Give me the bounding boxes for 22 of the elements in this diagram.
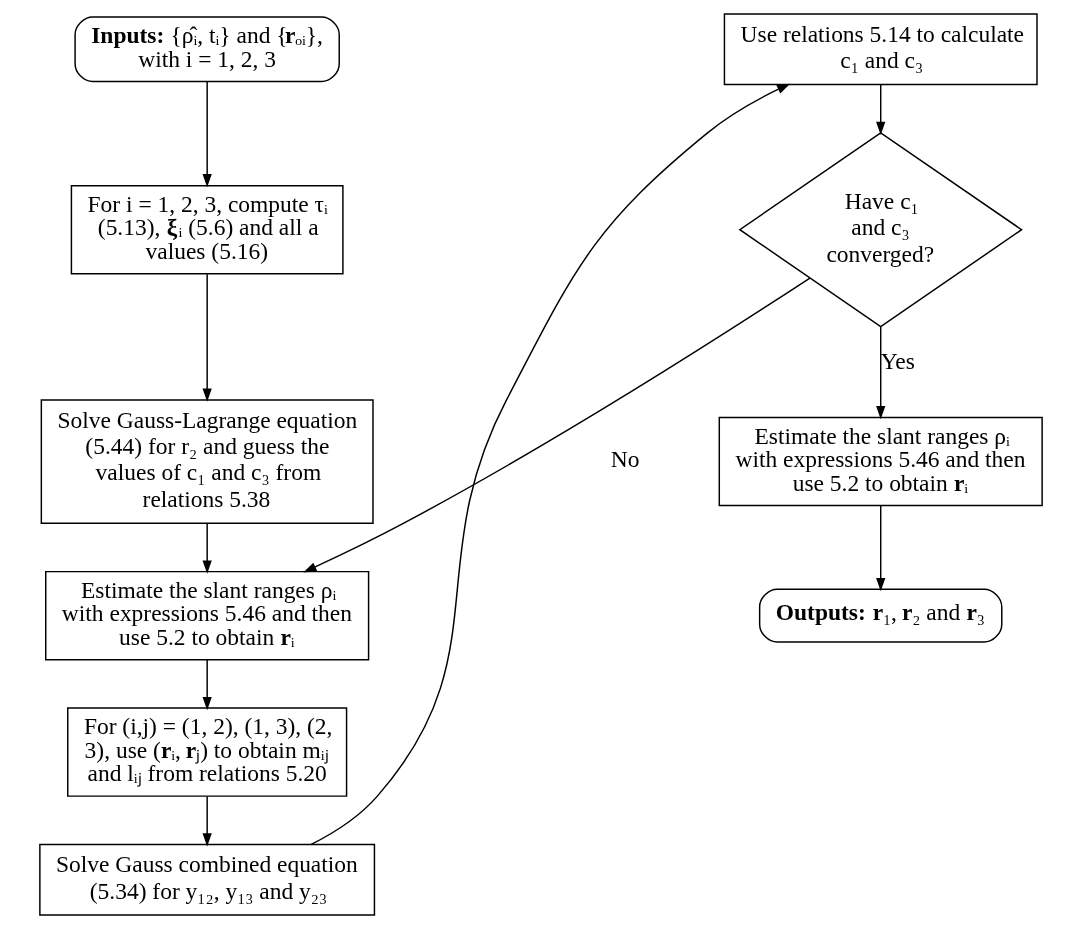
arrow bbox=[309, 83, 790, 846]
arrow bbox=[202, 80, 212, 188]
arrow bbox=[302, 277, 811, 573]
node-box: For i = 1, 2, 3, compute τᵢ (5.13), ξᵢ (5.6) and all a values (5.16) bbox=[70, 184, 344, 275]
node-box: Outputs: r₁, r₂ and r₃ bbox=[758, 588, 1002, 643]
arrow bbox=[202, 273, 212, 402]
arrow bbox=[202, 659, 212, 711]
node-diamond: Have c₁ and c₃ converged? bbox=[738, 131, 1023, 328]
arrow bbox=[202, 795, 212, 847]
node-box: Use relations 5.14 to calculate c₁ and c₃ bbox=[723, 13, 1038, 86]
node-box: Solve Gauss combined equation (5.34) for y₁₂, y₁₃ and y₂₃ bbox=[38, 843, 375, 916]
arrow bbox=[875, 83, 885, 136]
arrow bbox=[875, 505, 885, 592]
node-box: For (i,j) = (1, 2), (1, 3), (2, 3), use (rᵢ, rⱼ) to obtain mᵢⱼ and lᵢⱼ from relations 5.20 bbox=[66, 707, 347, 797]
arrow bbox=[875, 326, 885, 420]
node-box: Solve Gauss-Lagrange equation (5.44) for r₂ and guess the values of c₁ and c₃ from relations 5.38 bbox=[40, 399, 374, 524]
edge-label: No bbox=[610, 446, 639, 473]
node-box: Inputs: {ρ̂ᵢ, tᵢ} and {rₒᵢ}, with i = 1, 2, 3 bbox=[73, 16, 340, 83]
edge-label: Yes bbox=[880, 347, 915, 374]
arrow bbox=[202, 522, 212, 574]
node-box: Estimate the slant ranges ρᵢ with expressions 5.46 and then use 5.2 to obtain rᵢ bbox=[44, 570, 369, 661]
node-box: Estimate the slant ranges ρᵢ with expressions 5.46 and then use 5.2 to obtain rᵢ bbox=[718, 416, 1043, 507]
